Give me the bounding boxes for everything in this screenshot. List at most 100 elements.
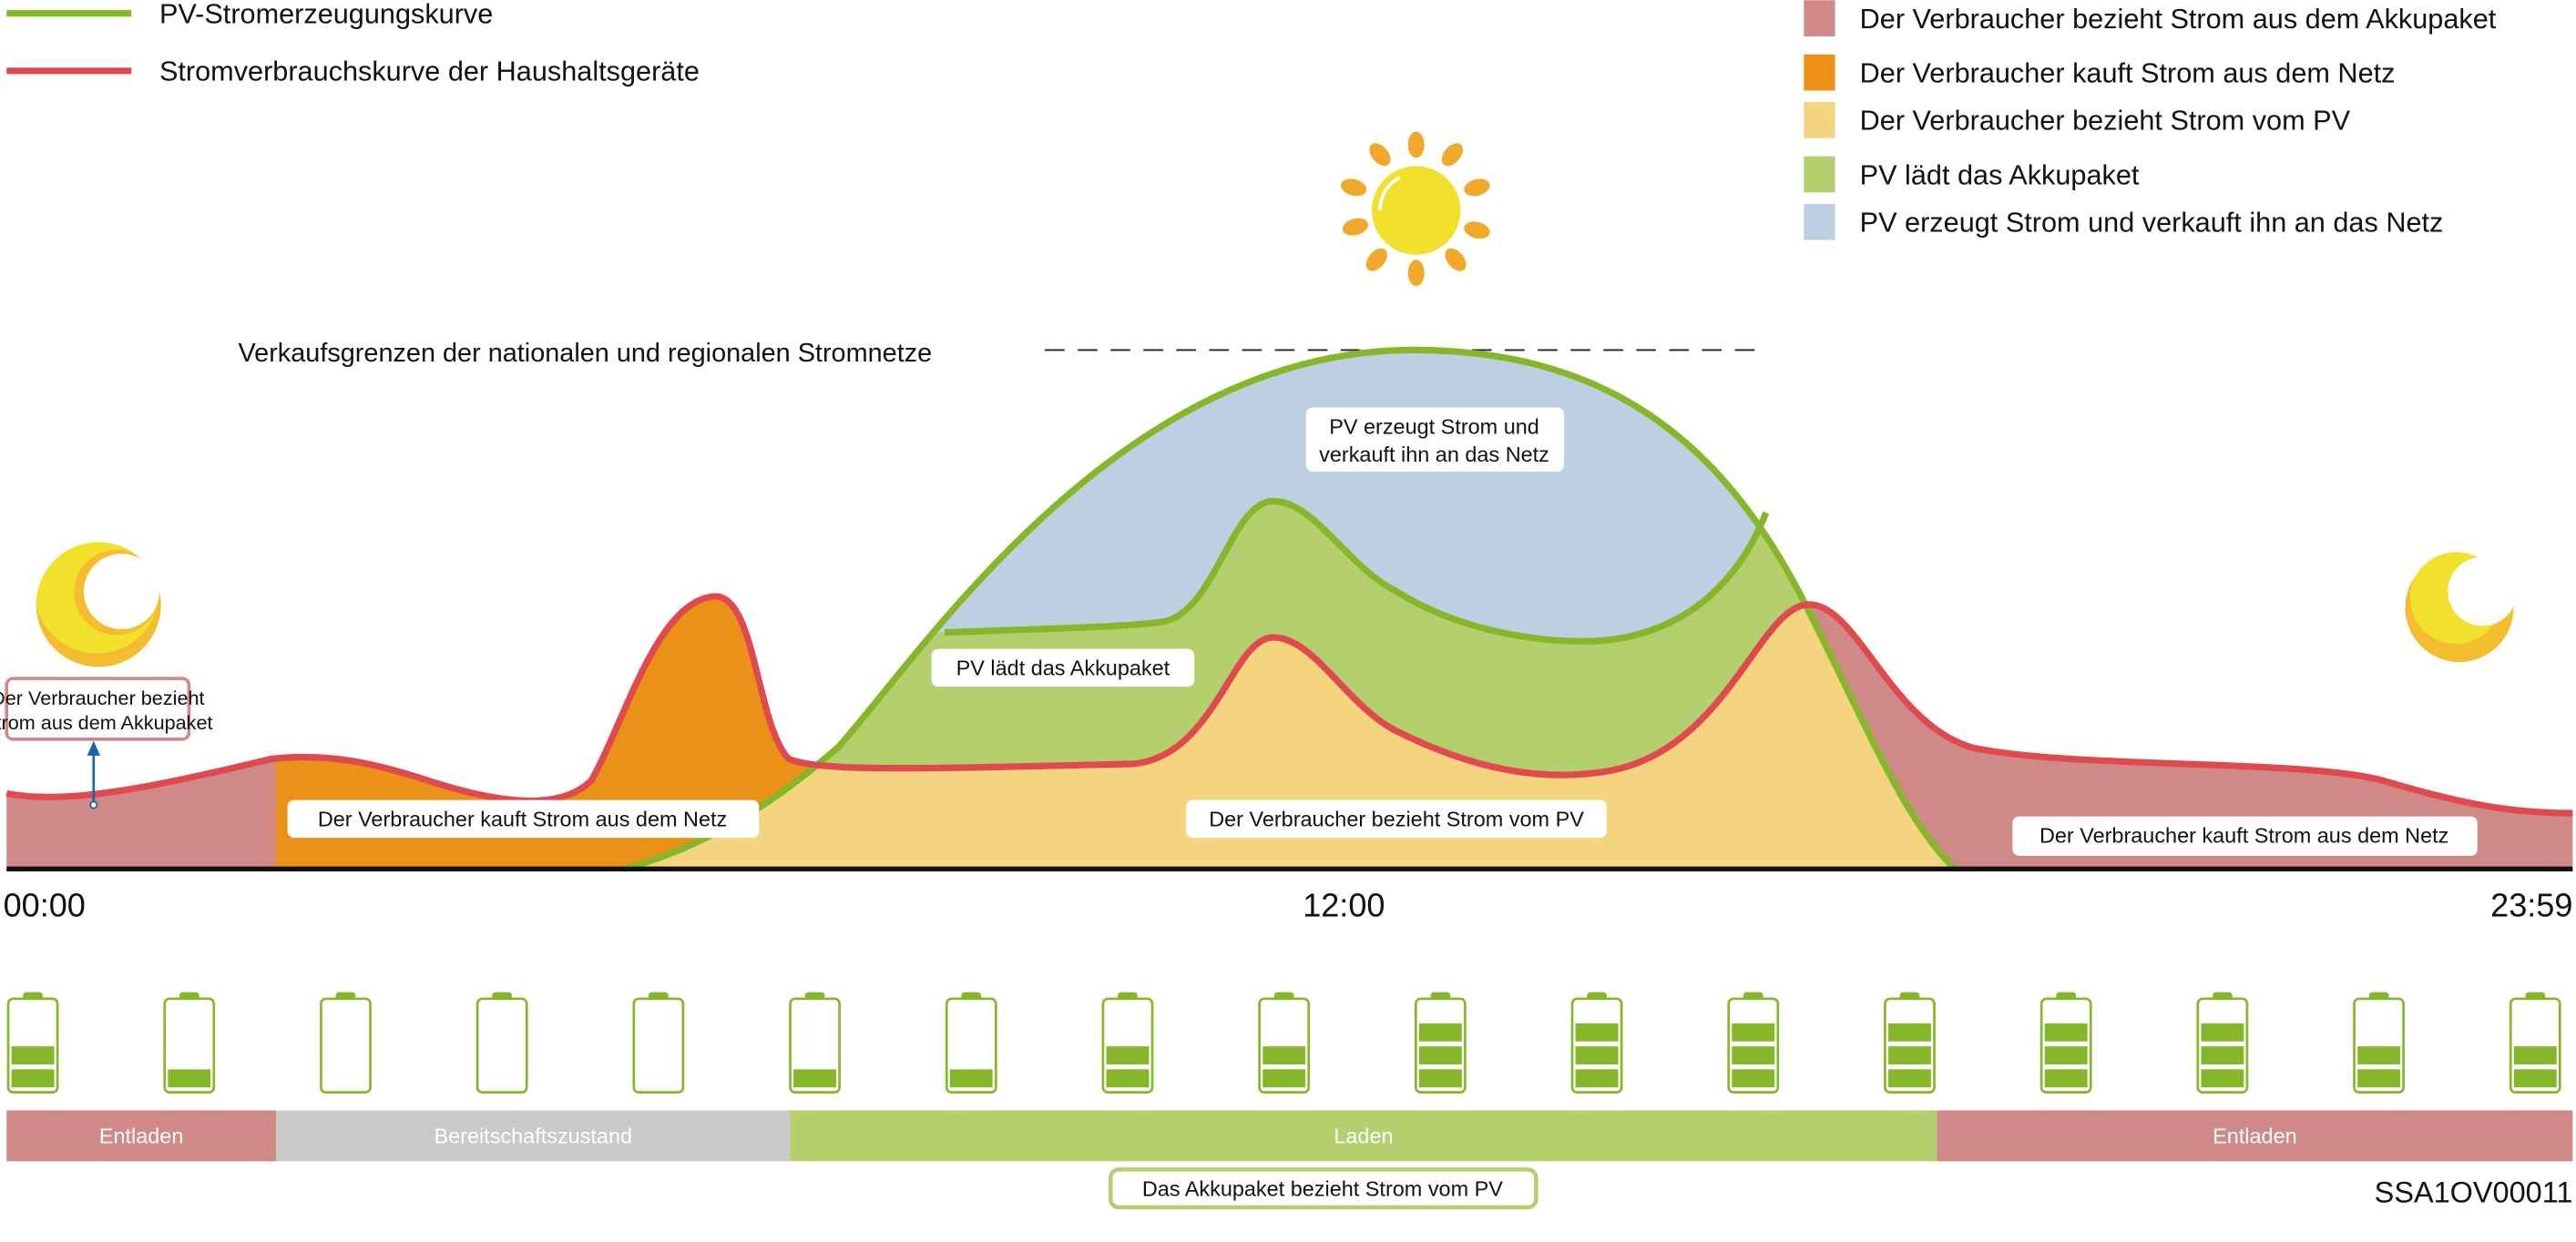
legend-label: Der Verbraucher bezieht Strom vom PV	[1860, 106, 2351, 137]
legend-swatch	[1804, 203, 1835, 240]
battery-icon	[789, 992, 841, 1094]
annotation-pv-supply: Der Verbraucher bezieht Strom vom PV	[1186, 799, 1607, 839]
status-label: Entladen	[99, 1125, 184, 1148]
battery-level-segment	[11, 1046, 55, 1064]
time-label-end: 23:59	[2490, 887, 2572, 924]
battery-level-segment	[2201, 1069, 2244, 1088]
annotation-grid-morning: Der Verbraucher kauft Strom aus dem Netz	[287, 799, 760, 839]
battery-level-segment	[1418, 1069, 1462, 1088]
annotation-text: Strom aus dem Akkupaket	[0, 711, 213, 734]
battery-level-segment	[2357, 1046, 2401, 1064]
time-label-mid: 12:00	[1303, 887, 1385, 924]
status-label: Laden	[1334, 1125, 1393, 1148]
battery-level-segment	[2513, 1069, 2557, 1088]
battery-level-segment	[1262, 1069, 1306, 1088]
battery-level-segment	[793, 1069, 837, 1088]
sun-icon	[1341, 131, 1490, 287]
battery-icon	[632, 992, 685, 1094]
area-legend: Der Verbraucher bezieht Strom aus dem Ak…	[1804, 0, 2497, 240]
status-segment: Entladen	[1937, 1110, 2573, 1162]
annotation-text: PV erzeugt Strom und	[1329, 414, 1539, 438]
status-segment: Laden	[790, 1110, 1937, 1162]
figure-code: SSA1OV00011	[2375, 1176, 2573, 1208]
legend-swatch	[1804, 102, 1835, 138]
legend-label: Der Verbraucher kauft Strom aus dem Netz	[1860, 57, 2396, 88]
battery-row	[6, 992, 2561, 1094]
battery-icon	[1570, 992, 1623, 1094]
battery-level-segment	[1888, 1069, 1931, 1088]
battery-level-segment	[1732, 1069, 1775, 1088]
battery-icon	[163, 992, 216, 1094]
status-segment: Bereitschaftszustand	[276, 1110, 791, 1162]
battery-level-segment	[11, 1069, 55, 1088]
annotation-pv-charge: PV lädt das Akkupaket	[931, 648, 1195, 687]
battery-level-segment	[1575, 1046, 1619, 1064]
battery-level-segment	[2044, 1069, 2088, 1088]
battery-icon	[2039, 992, 2092, 1094]
battery-icon	[1101, 992, 1154, 1094]
battery-icon	[2196, 992, 2249, 1094]
annotation-text: PV lädt das Akkupaket	[956, 657, 1170, 680]
battery-icon	[945, 992, 997, 1094]
battery-level-segment	[1732, 1046, 1775, 1064]
annotation-text: Der Verbraucher bezieht Strom vom PV	[1209, 807, 1584, 830]
annotation-text: verkauft ihn an das Netz	[1319, 443, 1549, 466]
annotation-text: Der Verbraucher bezieht	[0, 687, 205, 709]
legend-swatch	[1804, 0, 1835, 36]
line-legend: PV-Stromerzeugungskurve Stromverbrauchsk…	[6, 0, 700, 87]
battery-icon	[475, 992, 528, 1094]
battery-level-segment	[2201, 1046, 2244, 1064]
battery-level-segment	[2044, 1046, 2088, 1064]
legend-label: PV lädt das Akkupaket	[1860, 159, 2140, 190]
annotation-text: Der Verbraucher kauft Strom aus dem Netz	[318, 807, 727, 830]
battery-icon	[6, 992, 59, 1094]
annotation-text: Der Verbraucher kauft Strom aus dem Netz	[2039, 823, 2448, 847]
moon-icon-left	[36, 542, 161, 667]
battery-level-segment	[1888, 1023, 1931, 1042]
arrow-up-icon	[87, 740, 101, 756]
battery-status-bar: Entladen Bereitschaftszustand Laden Entlade…	[6, 1110, 2573, 1162]
legend-label: PV erzeugt Strom und verkauft ihn an das…	[1860, 208, 2444, 239]
battery-icon	[1414, 992, 1467, 1094]
battery-level-segment	[1106, 1069, 1150, 1088]
annotation-grid-evening: Der Verbraucher kauft Strom aus dem Netz	[2012, 816, 2478, 856]
battery-level-segment	[1418, 1023, 1462, 1042]
battery-level-segment	[1262, 1046, 1306, 1064]
battery-icon	[2509, 992, 2561, 1094]
battery-icon	[2353, 992, 2405, 1094]
time-label-start: 00:00	[4, 887, 86, 924]
charge-note: Das Akkupaket bezieht Strom vom PV	[1108, 1167, 1538, 1210]
pv-line-legend-label: PV-Stromerzeugungskurve	[159, 0, 493, 30]
battery-level-segment	[2044, 1023, 2088, 1042]
status-label: Bereitschaftszustand	[434, 1125, 632, 1148]
consumption-curve	[5, 593, 2573, 817]
battery-level-segment	[1888, 1046, 1931, 1064]
battery-level-segment	[949, 1069, 993, 1088]
battery-level-segment	[1732, 1023, 1775, 1042]
battery-level-segment	[168, 1069, 211, 1088]
moon-icon-right	[2405, 552, 2518, 663]
annotation-battery-night: Der Verbraucher bezieht Strom aus dem Ak…	[0, 677, 213, 809]
battery-level-segment	[1418, 1046, 1462, 1064]
charge-note-text: Das Akkupaket bezieht Strom vom PV	[1142, 1176, 1503, 1200]
status-label: Entladen	[2213, 1125, 2297, 1148]
battery-level-segment	[2513, 1046, 2557, 1064]
battery-level-segment	[2201, 1023, 2244, 1042]
legend-swatch	[1804, 156, 1835, 193]
status-segment: Entladen	[6, 1110, 276, 1162]
grid-limit-label: Verkaufsgrenzen der nationalen und regio…	[239, 339, 933, 368]
battery-icon	[1258, 992, 1311, 1094]
consumption-line-legend-label: Stromverbrauchskurve der Haushaltsgeräte	[159, 56, 700, 87]
legend-swatch	[1804, 54, 1835, 91]
battery-level-segment	[1106, 1046, 1150, 1064]
battery-icon	[1727, 992, 1780, 1094]
battery-icon	[320, 992, 372, 1094]
annotation-pv-sell: PV erzeugt Strom und verkauft ihn an das…	[1305, 407, 1564, 472]
battery-level-segment	[1575, 1023, 1619, 1042]
chart-areas	[6, 350, 2573, 870]
battery-icon	[1884, 992, 1936, 1094]
legend-label: Der Verbraucher bezieht Strom aus dem Ak…	[1860, 4, 2497, 35]
battery-level-segment	[1575, 1069, 1619, 1088]
battery-level-segment	[2357, 1069, 2401, 1088]
